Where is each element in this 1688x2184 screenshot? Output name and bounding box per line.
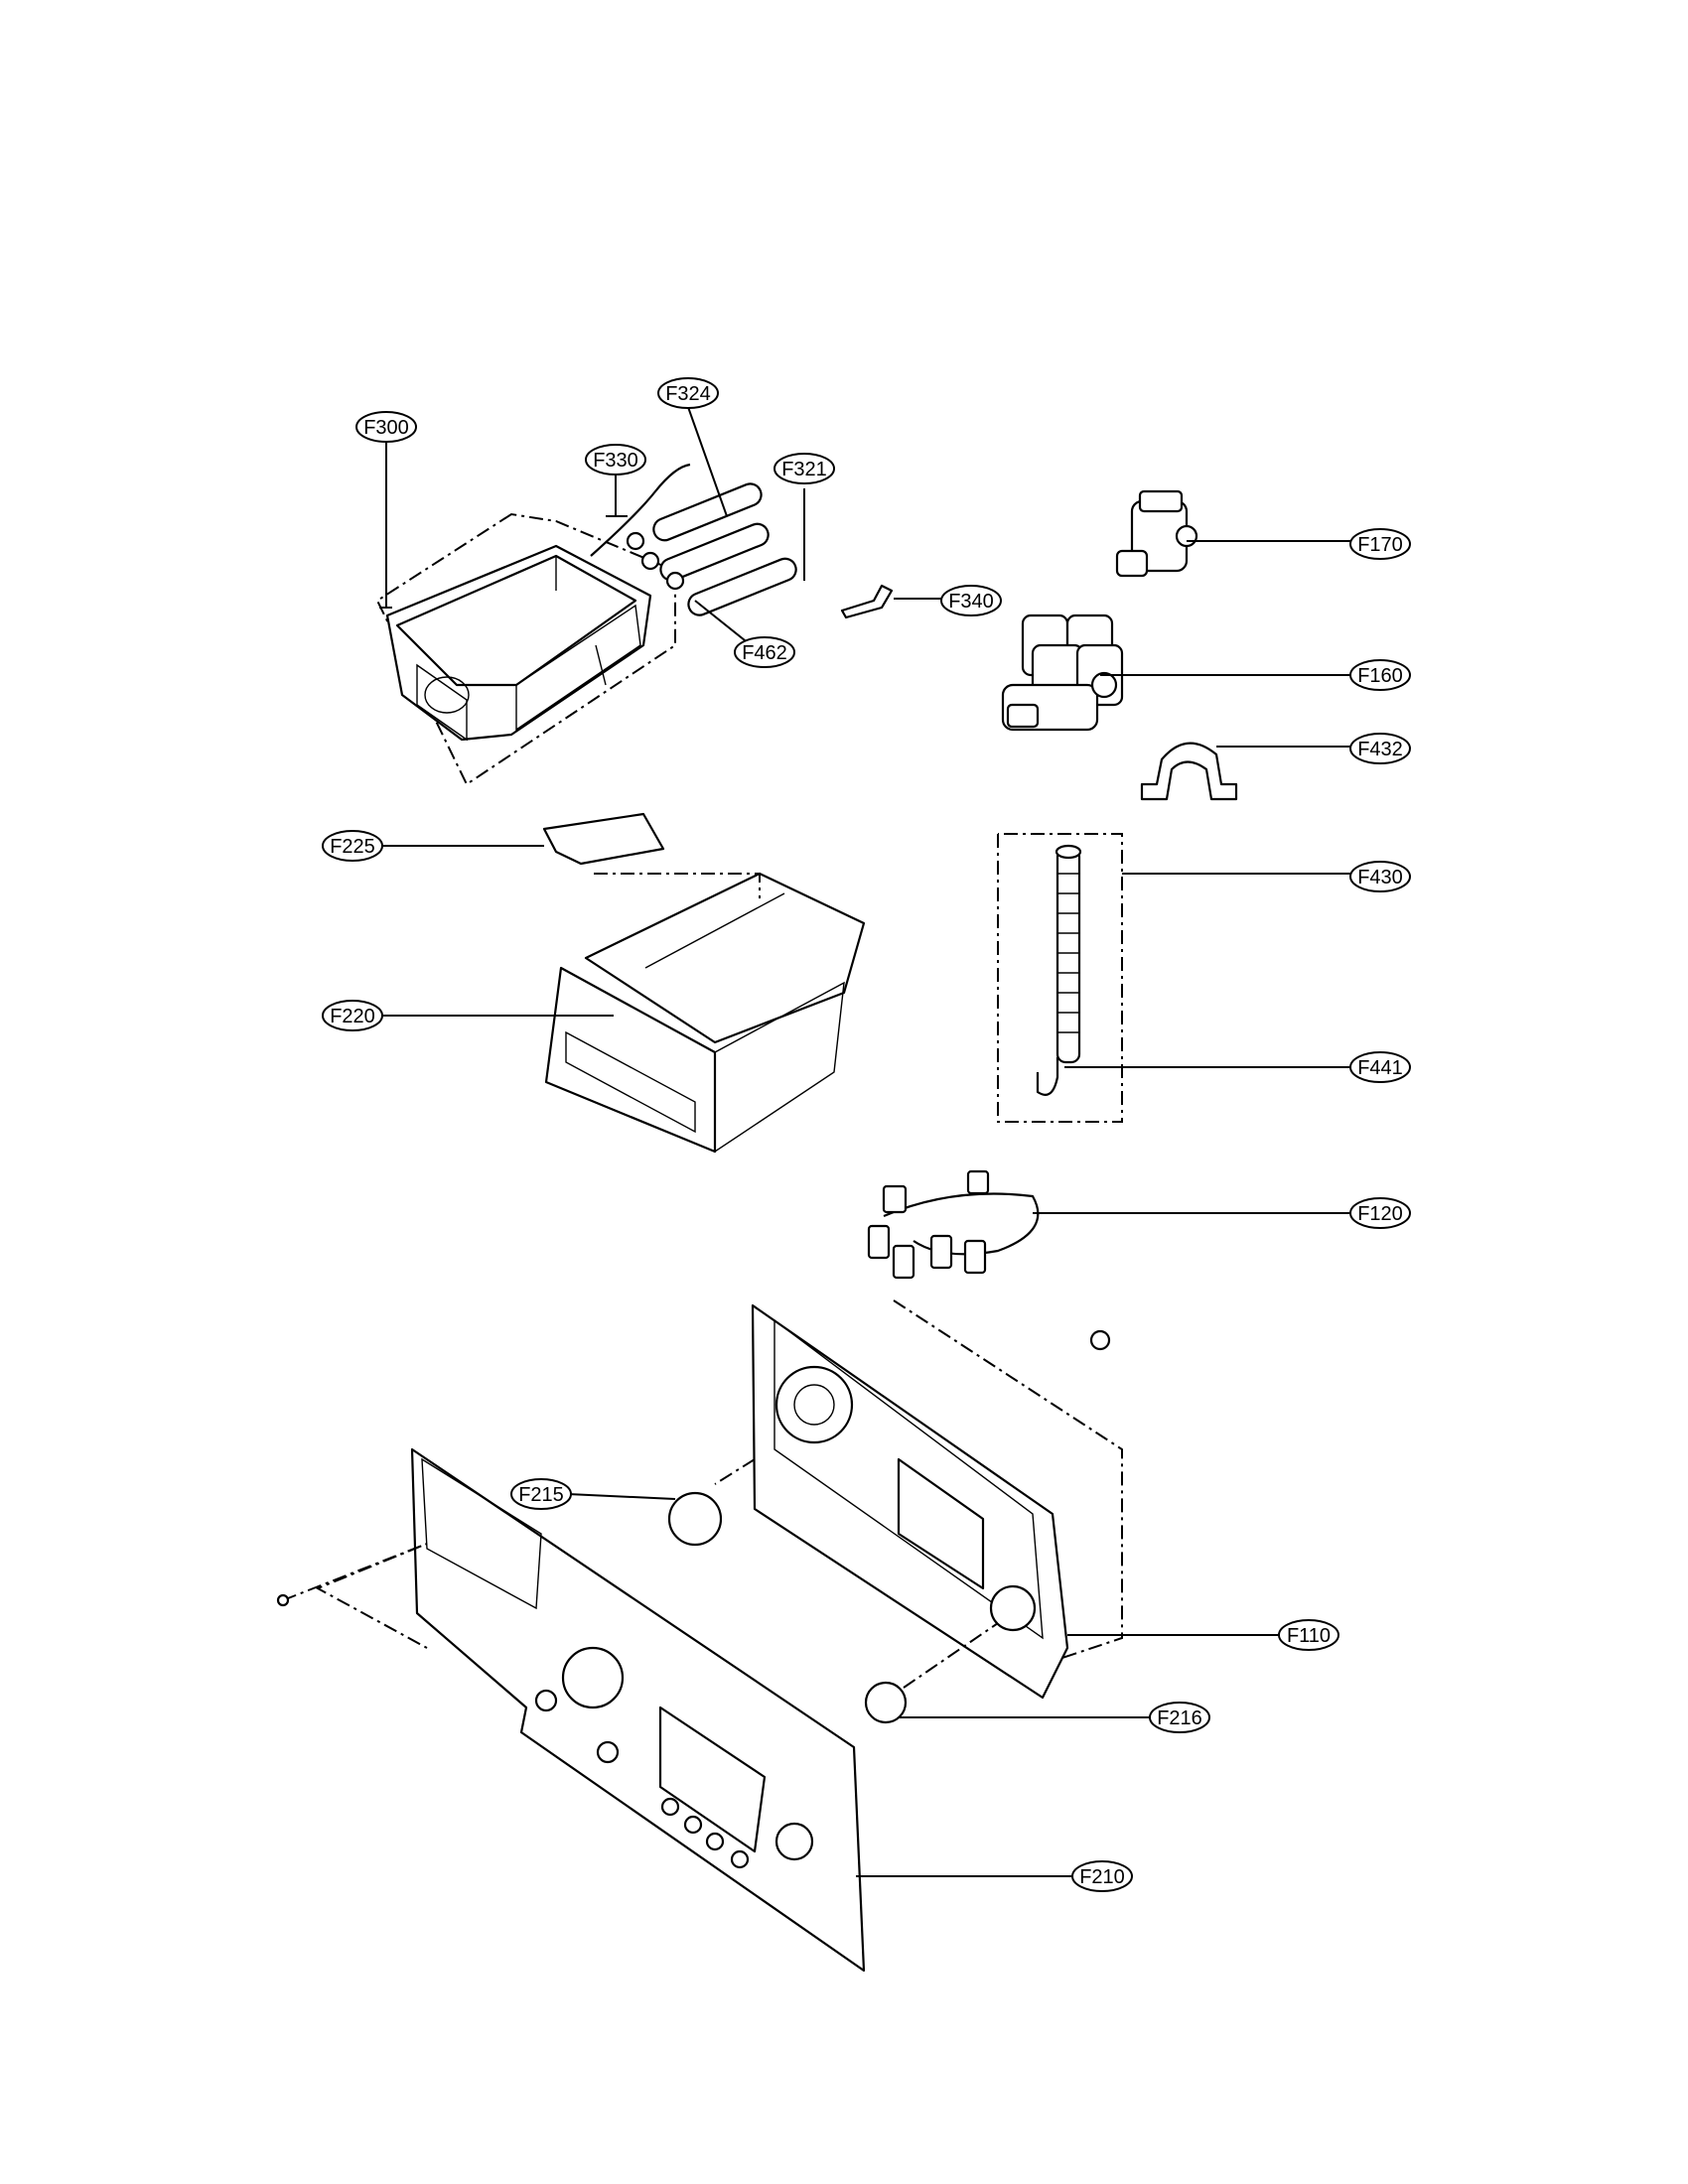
callout-label: F321 [781,459,827,480]
callout-f324: F324 [657,377,719,409]
dispenser-cover-part [542,812,665,866]
wire-harness-part [867,1169,1040,1280]
drain-hose-part [997,833,1123,1123]
callout-f462: F462 [734,636,795,668]
callout-oval [1349,1197,1411,1229]
callout-label: F330 [593,450,638,472]
triple-water-valve-part [1001,614,1124,732]
control-board-part [751,1303,1111,1700]
callout-label: F220 [330,1006,375,1027]
hose-guide-part [1140,742,1238,801]
callout-oval [657,377,719,409]
callout-f160: F160 [1349,659,1411,691]
callout-label: F462 [742,642,787,664]
callout-label: F225 [330,836,375,858]
callout-oval [1349,733,1411,764]
callout-label: F340 [948,591,994,613]
callout-f225: F225 [322,830,383,862]
callout-f170: F170 [1349,528,1411,560]
callout-oval [322,1000,383,1031]
callout-oval [585,444,646,476]
callout-oval [1071,1860,1133,1892]
callout-label: F210 [1079,1866,1125,1888]
tube-part [590,463,691,557]
knob-part [667,1491,723,1547]
leader-lines [379,406,1350,1877]
callout-label: F324 [665,383,711,405]
callout-oval [355,411,417,443]
single-water-valve-part [1115,489,1198,578]
callout-oval [774,453,835,484]
callout-f110: F110 [1278,1619,1339,1651]
callout-label: F430 [1357,867,1403,888]
callout-oval [322,830,383,862]
callout-f340: F340 [940,585,1002,616]
callout-oval [1278,1619,1339,1651]
callout-f430: F430 [1349,861,1411,892]
callout-oval [734,636,795,668]
callout-f210: F210 [1071,1860,1133,1892]
callout-label: F160 [1357,665,1403,687]
dispenser-drawer-part [544,872,866,1154]
callout-f330: F330 [585,444,646,476]
callout-f215: F215 [510,1478,572,1510]
dispenser-housing-part [375,512,676,786]
callout-oval [1349,659,1411,691]
callout-oval [940,585,1002,616]
callout-label: F120 [1357,1203,1403,1225]
callout-f432: F432 [1349,733,1411,764]
small-clip-part [840,584,894,619]
callout-oval [1149,1702,1210,1733]
callout-f441: F441 [1349,1051,1411,1083]
callout-oval [1349,861,1411,892]
callout-f120: F120 [1349,1197,1411,1229]
callout-label: F441 [1357,1057,1403,1079]
callout-label: F216 [1157,1707,1202,1729]
callout-label: F110 [1287,1625,1331,1647]
button-cap-part [864,1681,908,1724]
callout-oval [510,1478,572,1510]
callout-label: F300 [363,417,409,439]
callout-oval [1349,528,1411,560]
callout-label: F215 [518,1484,564,1506]
callout-label: F432 [1357,739,1403,760]
callout-f300: F300 [355,411,417,443]
callout-label: F170 [1357,534,1403,556]
control-panel-facia-part [410,1447,866,1973]
callout-f216: F216 [1149,1702,1210,1733]
callout-oval [1349,1051,1411,1083]
hose-set-part [626,482,797,616]
callout-f220: F220 [322,1000,383,1031]
callout-f321: F321 [774,453,835,484]
